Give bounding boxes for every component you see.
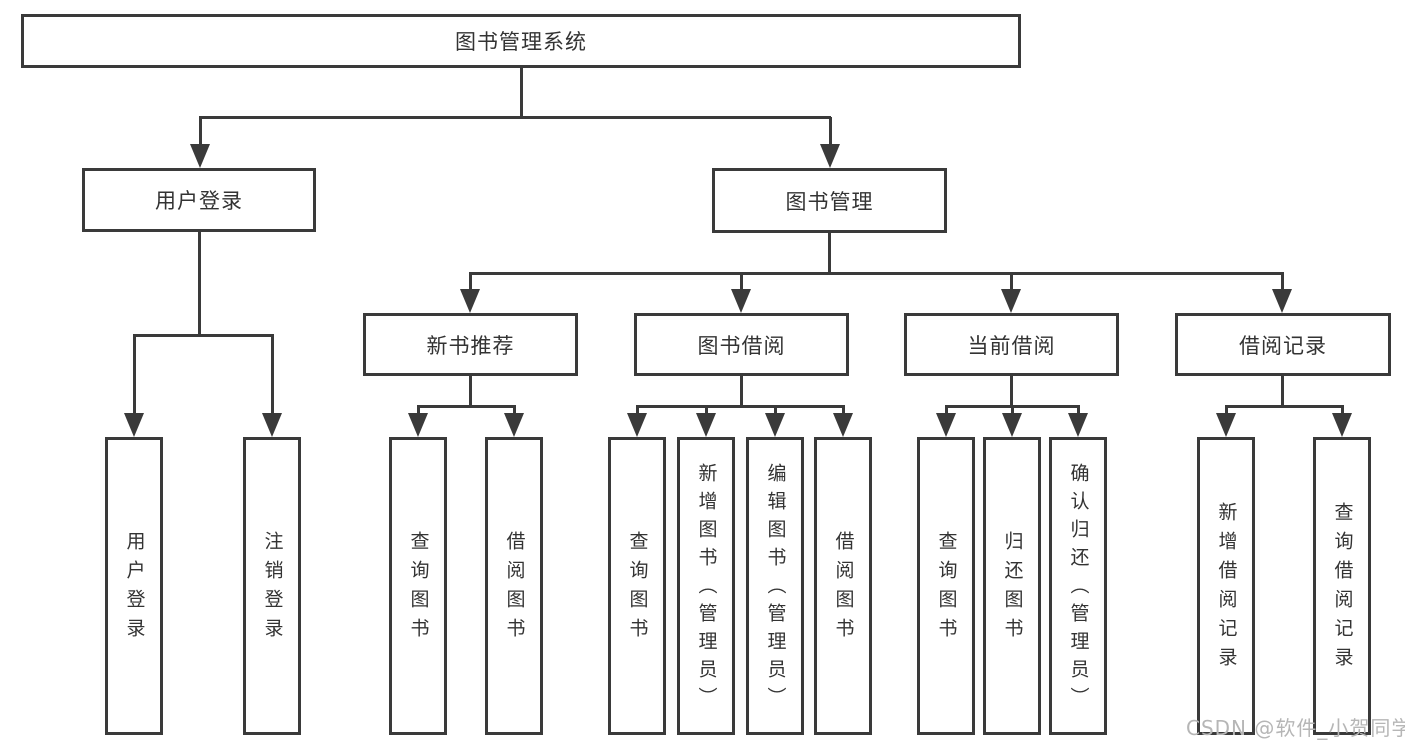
node-label: 当前借阅 [967,333,1056,358]
node-new-book-recommendation: 新书推荐 [363,313,578,376]
connector-line [705,406,708,417]
connector-line [1010,273,1013,293]
connector-line [469,273,472,293]
leaf-borrow-books: 借阅图书 [814,437,872,735]
arrow-down-icon [408,413,428,437]
node-label: 查询借阅记录 [1331,502,1354,676]
node-label: 借阅图书 [832,531,855,647]
leaf-query-books-borrow: 查询图书 [608,437,666,735]
leaf-edit-books-admin: 编辑图书（管理员） [746,437,804,735]
arrow-down-icon [190,144,210,168]
leaf-user-login: 用户登录 [105,437,163,735]
arrow-down-icon [1216,413,1236,437]
node-label: 确认归还（管理员） [1067,463,1090,715]
arrow-down-icon [1068,413,1088,437]
connector-line [417,406,420,417]
node-label: 注销登录 [261,531,284,647]
leaf-add-borrow-record: 新增借阅记录 [1197,437,1255,735]
node-label: 查询图书 [407,531,430,647]
leaf-query-books-recommend: 查询图书 [389,437,447,735]
connector-line [1225,405,1344,408]
node-label: 归还图书 [1001,531,1024,647]
node-label: 图书管理系统 [455,30,587,54]
leaf-logout-login: 注销登录 [243,437,301,735]
arrow-down-icon [1001,289,1021,313]
connector-line [1341,406,1344,417]
node-label: 新增借阅记录 [1215,502,1238,676]
node-label: 借阅记录 [1239,333,1327,358]
node-current-borrowing: 当前借阅 [904,313,1119,376]
leaf-query-borrow-record: 查询借阅记录 [1313,437,1371,735]
connector-line [636,405,845,408]
connector-line [417,405,516,408]
arrow-down-icon [833,413,853,437]
connector-line [774,406,777,417]
node-label: 查询图书 [935,531,958,647]
node-label: 借阅图书 [503,531,526,647]
leaf-add-books-admin: 新增图书（管理员） [677,437,735,735]
connector-line [1281,273,1284,293]
leaf-query-books-current: 查询图书 [917,437,975,735]
node-user-login: 用户登录 [82,168,316,232]
connector-line [740,273,743,293]
arrow-down-icon [627,413,647,437]
arrow-down-icon [1002,413,1022,437]
arrow-down-icon [1272,289,1292,313]
leaf-confirm-return-admin: 确认归还（管理员） [1049,437,1107,735]
connector-line [199,117,202,148]
connector-line [1225,406,1228,417]
connector-line [469,272,1284,275]
connector-line [1010,375,1013,406]
arrow-down-icon [124,413,144,437]
arrow-down-icon [731,289,751,313]
connector-line [829,117,832,148]
node-book-borrowing: 图书借阅 [634,313,849,376]
node-label: 新书推荐 [426,333,515,358]
connector-line [199,116,831,119]
leaf-return-books: 归还图书 [983,437,1041,735]
node-book-management: 图书管理 [712,168,947,233]
node-label: 新增图书（管理员） [695,463,718,715]
csdn-watermark: CSDN @软件_小贺同学 [1186,716,1405,740]
node-label: 图书借阅 [697,333,786,358]
node-book-management-system: 图书管理系统 [21,14,1021,68]
node-label: 图书管理 [785,189,874,214]
connector-line [636,406,639,417]
leaf-borrow-books-recommend: 借阅图书 [485,437,543,735]
node-label: 用户登录 [123,531,146,647]
connector-line [828,232,831,273]
connector-line [520,68,523,117]
node-label: 用户登录 [155,189,243,213]
arrow-down-icon [820,144,840,168]
connector-line [133,334,274,337]
connector-line [842,406,845,417]
node-label: 查询图书 [626,531,649,647]
connector-line [945,406,948,417]
connector-line [271,335,274,417]
connector-line [513,406,516,417]
connector-line [740,375,743,406]
connector-line [1077,406,1080,417]
connector-line [198,232,201,335]
node-label: 编辑图书（管理员） [764,463,787,715]
connector-line [1281,375,1284,406]
arrow-down-icon [262,413,282,437]
arrow-down-icon [936,413,956,437]
arrow-down-icon [696,413,716,437]
arrow-down-icon [1332,413,1352,437]
connector-line [1011,406,1014,417]
arrow-down-icon [504,413,524,437]
connector-line [469,375,472,406]
arrow-down-icon [460,289,480,313]
node-borrowing-records: 借阅记录 [1175,313,1391,376]
connector-line [133,335,136,417]
arrow-down-icon [765,413,785,437]
